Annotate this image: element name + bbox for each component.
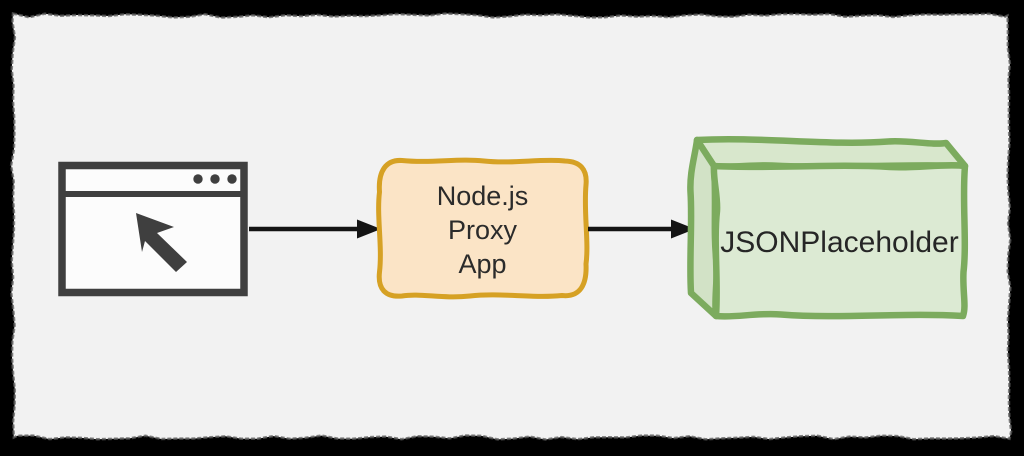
arrow-proxy-to-api bbox=[588, 219, 695, 239]
cursor-arrow-icon bbox=[136, 213, 187, 272]
arrow-head-icon bbox=[357, 219, 381, 239]
arrow-browser-to-proxy bbox=[249, 219, 381, 239]
arrow-head-icon bbox=[671, 219, 695, 239]
api-box-top-face bbox=[693, 135, 969, 170]
proxy-box-label-line3: App bbox=[458, 249, 507, 279]
browser-dot-icon bbox=[210, 174, 220, 184]
api-box-shape bbox=[687, 135, 969, 320]
browser-dot-icon bbox=[227, 174, 237, 184]
browser-dot-icon bbox=[193, 174, 203, 184]
proxy-box-shape bbox=[376, 157, 590, 300]
api-box-front-face bbox=[710, 162, 969, 320]
api-box-label: JSONPlaceholder bbox=[720, 226, 959, 259]
proxy-box-label: Node.js Proxy App bbox=[378, 179, 587, 281]
browser-window-icon bbox=[58, 161, 248, 297]
proxy-box-label-line1: Node.js bbox=[436, 181, 529, 211]
proxy-box-label-line2: Proxy bbox=[447, 215, 518, 245]
